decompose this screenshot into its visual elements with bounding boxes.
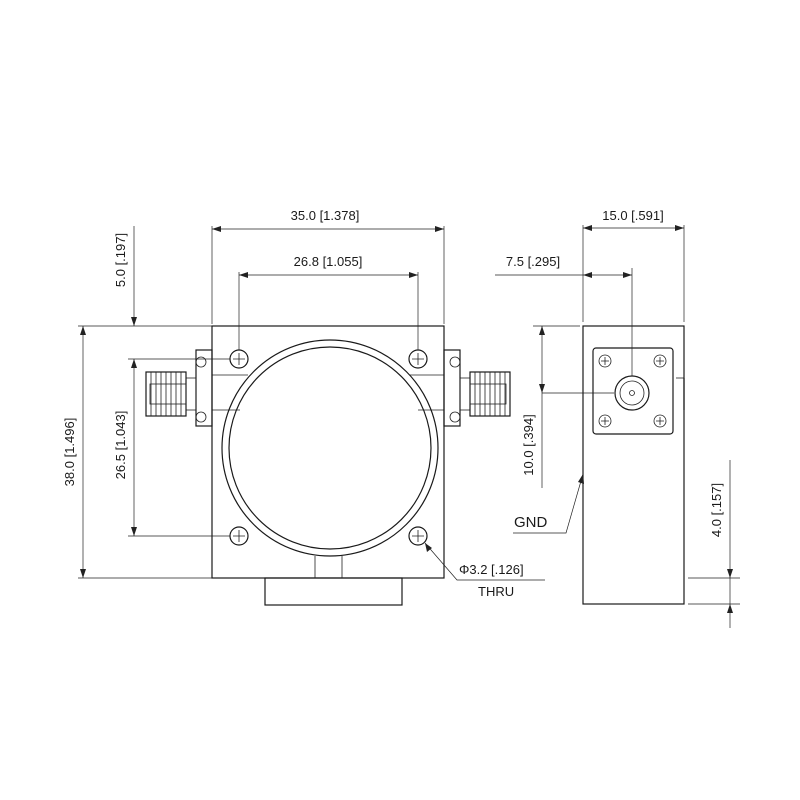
dim-height xyxy=(78,325,212,579)
front-circular-cover-outer xyxy=(221,339,439,557)
front-view: 35.0 [1.378] 26.8 [1.055] 38.0 [1.496] 5… xyxy=(62,208,545,606)
dim-depth-label: 15.0 [.591] xyxy=(602,208,663,223)
dim-depth xyxy=(582,225,685,322)
dim-hole-spacing-v xyxy=(128,359,230,537)
front-circular-cover-inner xyxy=(228,346,432,550)
dim-connector-height-label: 10.0 [.394] xyxy=(521,414,536,475)
side-connector-flange xyxy=(592,347,674,435)
dim-height-label: 38.0 [1.496] xyxy=(62,418,77,487)
dim-connector-offset-label: 7.5 [.295] xyxy=(506,254,560,269)
dim-hole-offset-label: 5.0 [.197] xyxy=(113,233,128,287)
front-bottom-tab xyxy=(264,577,403,606)
dim-base-height xyxy=(688,460,740,628)
front-center-stub xyxy=(314,556,343,578)
gnd-leader xyxy=(513,473,584,534)
mounting-hole-top-right xyxy=(408,349,428,369)
right-sma-connector xyxy=(443,349,511,427)
side-body-outline xyxy=(582,325,685,605)
dim-hole-spacing-h-label: 26.8 [1.055] xyxy=(294,254,363,269)
side-view: 15.0 [.591] 7.5 [.295] 10.0 [.394] 4.0 [… xyxy=(495,208,740,628)
dim-connector-height xyxy=(533,325,614,488)
mounting-hole-top-left xyxy=(229,349,249,369)
gnd-label: GND xyxy=(514,514,548,531)
mounting-hole-bottom-right xyxy=(408,526,428,546)
dim-width-label: 35.0 [1.378] xyxy=(291,208,360,223)
left-sma-connector xyxy=(145,349,213,427)
dim-base-height-label: 4.0 [.157] xyxy=(709,483,724,537)
hole-callout-leader xyxy=(424,542,545,581)
dim-width xyxy=(211,226,445,324)
mounting-hole-bottom-left xyxy=(229,526,249,546)
dim-hole-spacing-v-label: 26.5 [1.043] xyxy=(113,411,128,480)
hole-thru-label: THRU xyxy=(478,584,514,599)
hole-diameter-label: Φ3.2 [.126] xyxy=(459,562,524,577)
dim-hole-spacing-h xyxy=(238,272,419,350)
front-body-band xyxy=(212,374,444,411)
dim-hole-offset xyxy=(128,226,230,368)
dim-connector-offset xyxy=(495,268,633,376)
side-connector-center xyxy=(614,375,650,411)
